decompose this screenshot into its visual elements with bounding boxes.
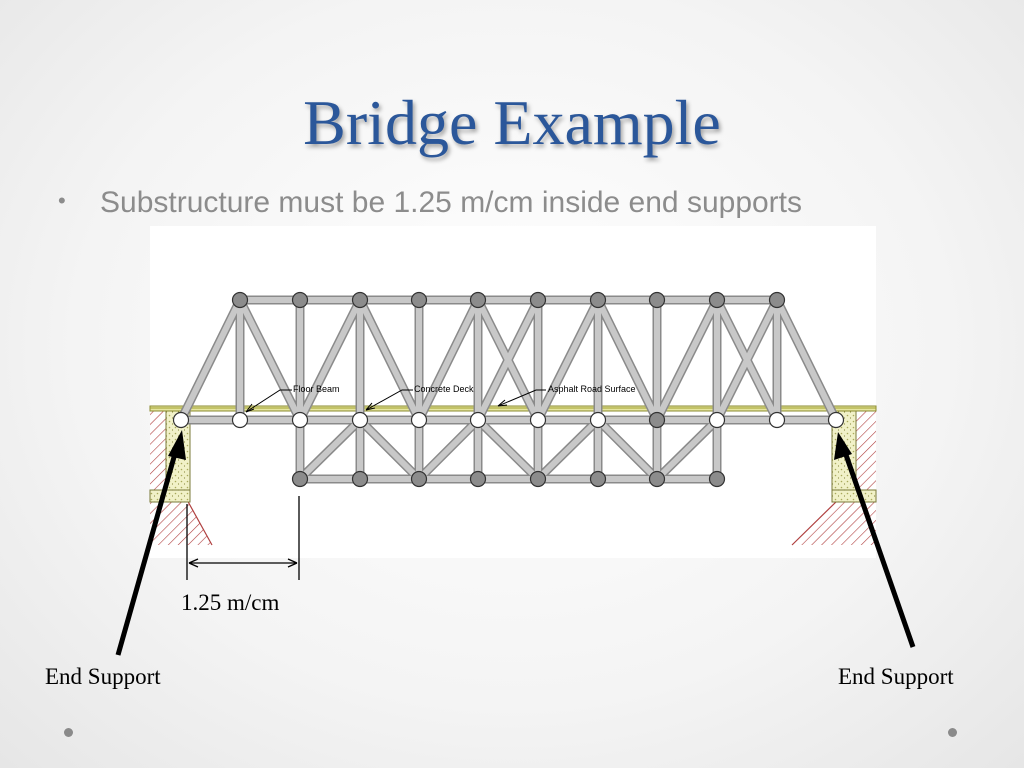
deck-joint-8 bbox=[589, 411, 607, 429]
bullet-dot-icon: • bbox=[58, 188, 66, 213]
right-abutment bbox=[791, 408, 877, 546]
left-end-post bbox=[178, 297, 243, 423]
truss-members bbox=[176, 295, 841, 484]
top-joint-5 bbox=[469, 291, 487, 309]
upper-diagonal-7 bbox=[535, 297, 601, 423]
top-joint-7 bbox=[589, 291, 607, 309]
deck-joint-9 bbox=[648, 411, 666, 429]
top-joint-4 bbox=[410, 291, 428, 309]
upper-diagonal-8 bbox=[595, 297, 660, 423]
corner-dot-right bbox=[948, 728, 957, 737]
corner-dot-left bbox=[64, 728, 73, 737]
deck-joint-12 bbox=[827, 411, 845, 429]
callout-floor-beam: Floor Beam bbox=[293, 384, 340, 394]
deck-joint-1 bbox=[172, 411, 190, 429]
upper-diagonal-3 bbox=[357, 297, 422, 423]
deck-joint-5 bbox=[410, 411, 428, 429]
bottom-joint-2 bbox=[351, 470, 369, 488]
lower-diagonal-3 bbox=[416, 417, 481, 482]
bottom-joint-1 bbox=[291, 470, 309, 488]
road-deck bbox=[149, 405, 877, 412]
deck-joint-10 bbox=[708, 411, 726, 429]
upper-diagonal-6 bbox=[475, 297, 541, 423]
dimension-label: 1.25 m/cm bbox=[181, 590, 280, 615]
truss-joints bbox=[172, 291, 845, 488]
end-support-left-label: End Support bbox=[45, 664, 161, 689]
lower-diagonal-6 bbox=[595, 417, 660, 482]
right-support-arrow bbox=[834, 432, 916, 648]
right-end-post bbox=[774, 297, 839, 423]
bottom-joint-3 bbox=[410, 470, 428, 488]
dimension-marker bbox=[186, 496, 300, 580]
lower-diagonal-4 bbox=[475, 417, 541, 482]
upper-diagonal-11 bbox=[714, 297, 780, 423]
deck-joint-3 bbox=[291, 411, 309, 429]
top-joint-6 bbox=[529, 291, 547, 309]
bridge-diagram-panel bbox=[150, 226, 876, 558]
bullet-item: • Substructure must be 1.25 m/cm inside e… bbox=[58, 186, 978, 220]
top-joint-1 bbox=[231, 291, 249, 309]
top-joint-8 bbox=[648, 291, 666, 309]
lower-diagonal-7 bbox=[654, 417, 720, 482]
top-joint-2 bbox=[291, 291, 309, 309]
left-support-arrow bbox=[115, 430, 186, 656]
lower-diagonal-5 bbox=[535, 417, 601, 482]
top-joint-10 bbox=[768, 291, 786, 309]
end-support-right-label: End Support bbox=[838, 664, 954, 689]
deck-joint-4 bbox=[351, 411, 369, 429]
upper-diagonal-2 bbox=[297, 297, 363, 423]
callout-leaders bbox=[245, 389, 546, 413]
upper-diagonal-4 bbox=[416, 297, 481, 423]
top-joint-3 bbox=[351, 291, 369, 309]
callout-asphalt-road-surface: Asphalt Road Surface bbox=[548, 384, 636, 394]
top-joint-9 bbox=[708, 291, 726, 309]
callout-concrete-deck: Concrete Deck bbox=[414, 384, 474, 394]
left-abutment bbox=[149, 408, 213, 546]
upper-diagonal-9 bbox=[654, 297, 720, 423]
deck-joint-7 bbox=[529, 411, 547, 429]
deck-joint-6 bbox=[469, 411, 487, 429]
lower-diagonal-2 bbox=[357, 417, 422, 482]
deck-joint-2 bbox=[231, 411, 249, 429]
deck-joint-11 bbox=[768, 411, 786, 429]
upper-diagonal-1 bbox=[237, 297, 303, 423]
bottom-joint-4 bbox=[469, 470, 487, 488]
bottom-joint-8 bbox=[708, 470, 726, 488]
bullet-text: Substructure must be 1.25 m/cm inside en… bbox=[100, 186, 803, 219]
bottom-joint-6 bbox=[589, 470, 607, 488]
lower-diagonal-1 bbox=[297, 417, 363, 482]
bottom-joint-7 bbox=[648, 470, 666, 488]
slide-title: Bridge Example bbox=[303, 87, 721, 158]
bottom-joint-5 bbox=[529, 470, 547, 488]
